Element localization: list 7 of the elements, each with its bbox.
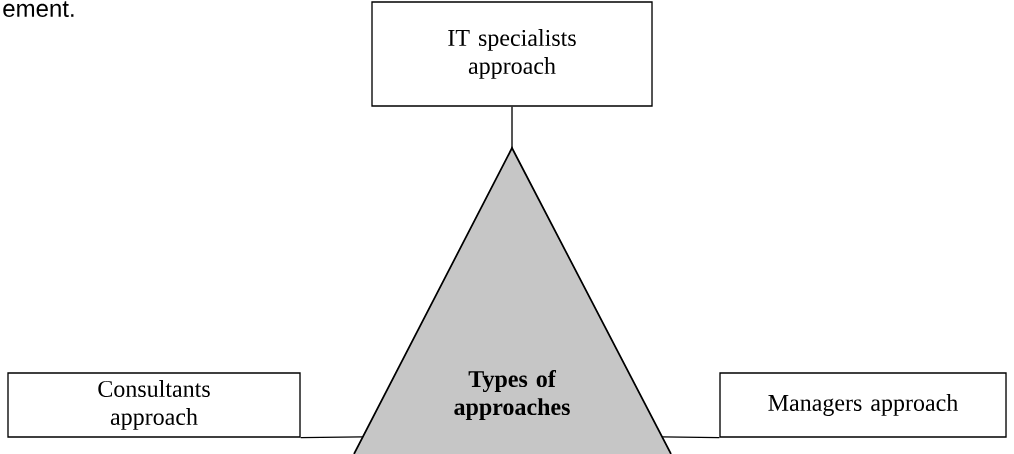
text-box: Consultants approach (7, 372, 301, 438)
text-box: IT specialists approach (371, 1, 653, 107)
connector-line (300, 436, 364, 439)
connector-line (661, 436, 720, 439)
text-fragment: ement. (3, 1, 74, 17)
text-box: Managers approach (719, 372, 1007, 438)
connector-line (511, 106, 513, 149)
